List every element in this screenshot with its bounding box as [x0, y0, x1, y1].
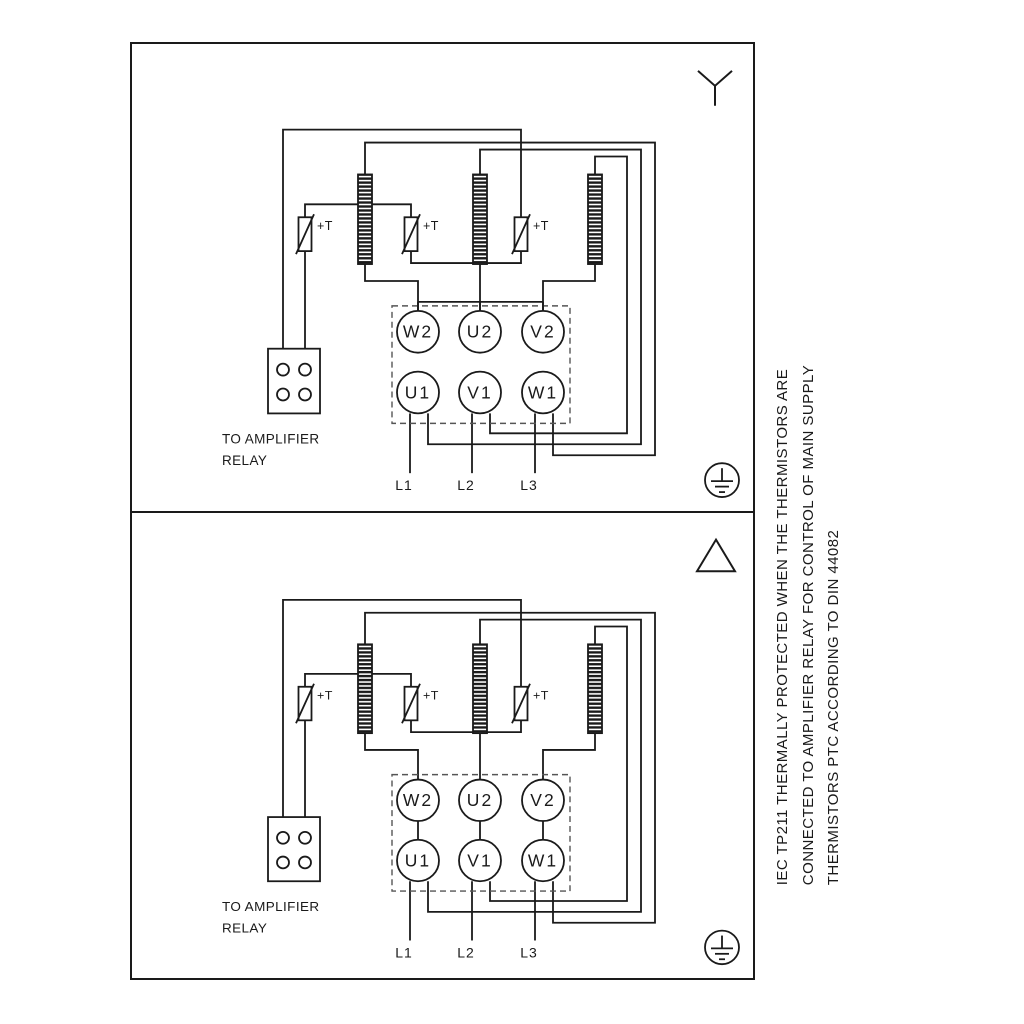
motor-wiring-core — [267, 598, 740, 966]
relay-note-line2: RELAY — [222, 453, 267, 468]
delta-wiring-diagram: +T +T +T W2 U2 V2 U1 V1 W1 TO AMPLIFIER … — [222, 537, 740, 966]
terminal-label-u1: U1 — [405, 383, 431, 403]
relay-note-line1: TO AMPLIFIER — [222, 431, 320, 446]
terminal-label-v2: V2 — [530, 790, 555, 810]
supply-label-l3: L3 — [520, 477, 538, 493]
supply-label-l1: L1 — [395, 944, 413, 960]
thermal-protection-note: IEC TP211 THERMALLY PROTECTED WHEN THE T… — [770, 365, 847, 885]
delta-symbol — [695, 537, 737, 573]
delta-jumpers — [417, 821, 544, 840]
supply-label-l1: L1 — [395, 477, 413, 493]
star-symbol — [697, 70, 733, 106]
relay-note-line1: TO AMPLIFIER — [222, 899, 320, 914]
thermistor-label: +T — [423, 689, 439, 703]
terminal-label-w1: W1 — [528, 851, 558, 871]
note-line-1: IEC TP211 THERMALLY PROTECTED WHEN THE T… — [773, 368, 791, 886]
thermistor-label: +T — [423, 219, 439, 233]
thermistor-label: +T — [533, 689, 549, 703]
thermistor-label: +T — [317, 219, 333, 233]
note-line-3: THERMISTORS PTC ACCORDING TO DIN 44082 — [824, 529, 842, 886]
supply-label-l2: L2 — [457, 944, 475, 960]
panel-delta-connection: +T +T +T W2 U2 V2 U1 V1 W1 TO AMPLIFIER … — [130, 513, 755, 978]
panel-star-connection: +T +T +T W2 U2 V2 U1 V1 W1 TO AMPLIFIER … — [130, 42, 755, 511]
terminal-label-w2: W2 — [403, 322, 433, 342]
supply-label-l2: L2 — [457, 477, 475, 493]
star-point-jumper — [417, 300, 544, 311]
terminal-label-v1: V1 — [467, 851, 492, 871]
star-wiring-diagram: +T +T +T W2 U2 V2 U1 V1 W1 TO AMPLIFIER … — [222, 70, 740, 498]
supply-label-l3: L3 — [520, 944, 538, 960]
terminal-label-u2: U2 — [467, 790, 493, 810]
motor-wiring-core — [267, 128, 740, 498]
terminal-label-u2: U2 — [467, 322, 493, 342]
terminal-label-w1: W1 — [528, 383, 558, 403]
terminal-label-w2: W2 — [403, 790, 433, 810]
terminal-label-v2: V2 — [530, 322, 555, 342]
thermistor-label: +T — [533, 219, 549, 233]
note-line-2: CONNECTED TO AMPLIFIER RELAY FOR CONTROL… — [799, 364, 817, 886]
panel-divider — [130, 511, 755, 513]
relay-note-line2: RELAY — [222, 921, 267, 936]
terminal-label-v1: V1 — [467, 383, 492, 403]
thermistor-label: +T — [317, 689, 333, 703]
terminal-label-u1: U1 — [405, 851, 431, 871]
